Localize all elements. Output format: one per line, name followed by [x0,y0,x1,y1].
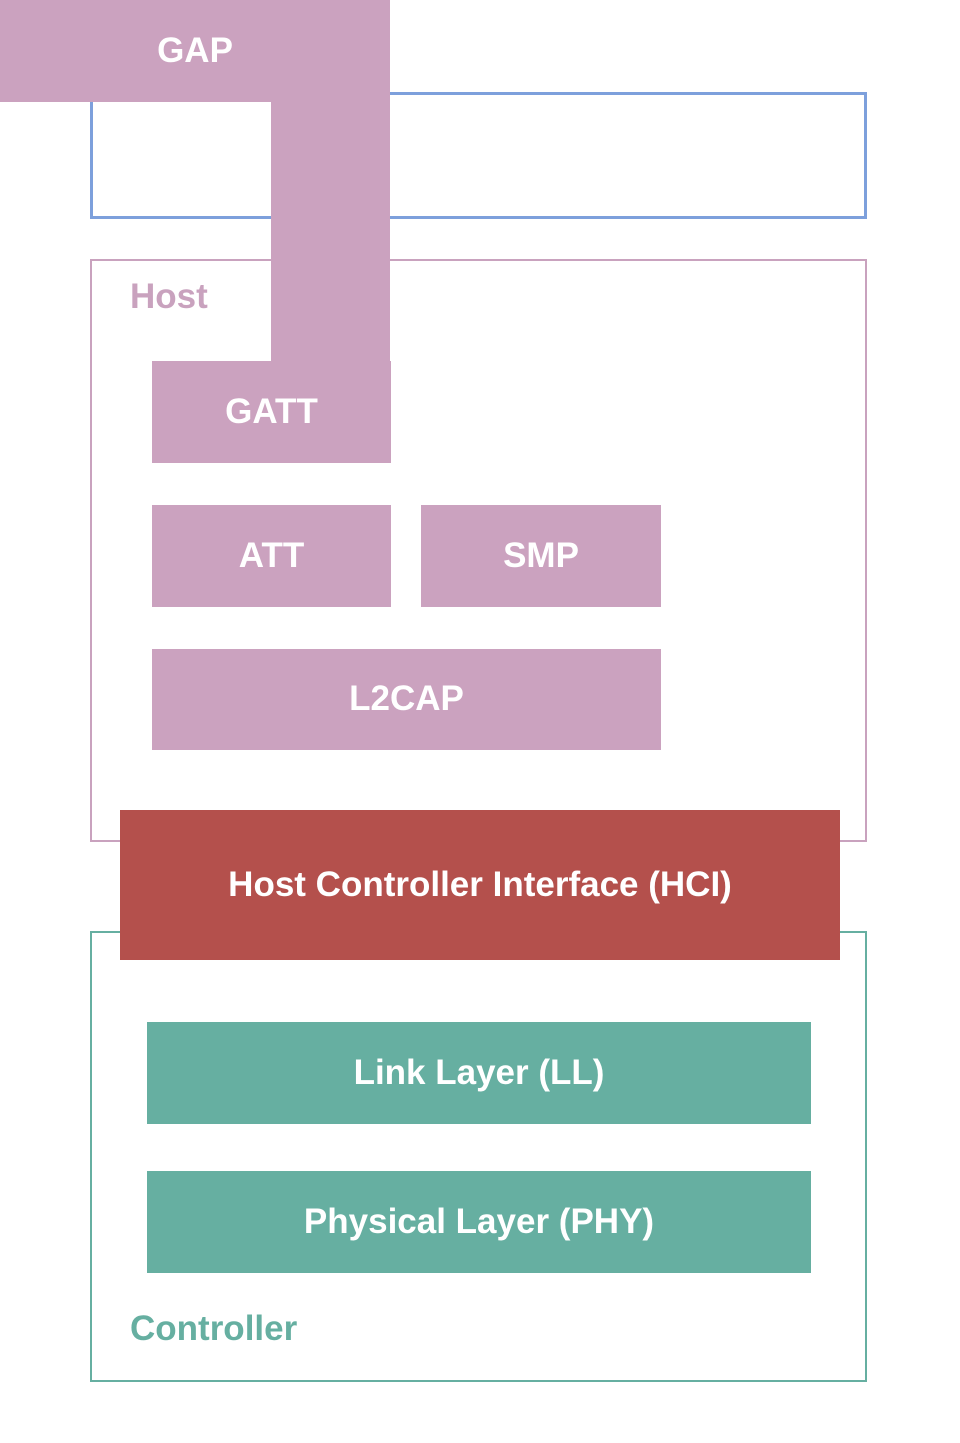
application-layer-box [90,92,867,219]
host-block-gap: GAP [0,0,390,389]
controller-block-link-layer: Link Layer (LL) [147,1022,811,1124]
host-block-smp: SMP [421,505,661,607]
host-block-gap-label: GAP [157,31,233,70]
gap-top-bar [0,0,390,102]
controller-group-label: Controller [130,1309,298,1348]
host-group-label: Host [130,277,208,316]
host-block-att: ATT [152,505,391,607]
host-block-l2cap: L2CAP [152,649,661,750]
gap-side-column [271,100,390,389]
host-controller-interface-bar: Host Controller Interface (HCI) [120,810,840,960]
controller-block-physical-layer: Physical Layer (PHY) [147,1171,811,1273]
